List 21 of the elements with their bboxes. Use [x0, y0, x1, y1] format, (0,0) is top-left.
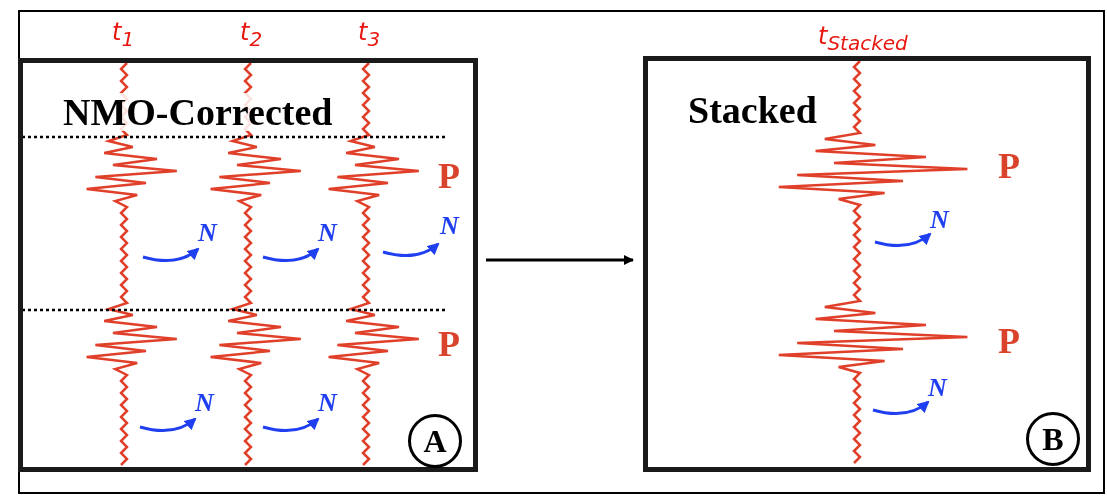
noise-label: N — [930, 207, 949, 233]
noise-label: N — [195, 390, 214, 416]
event-label: P — [438, 326, 460, 362]
panel-title: NMO-Corrected — [63, 93, 333, 131]
noise-label: N — [318, 220, 337, 246]
trace-label: t$_{Stacked}$ — [818, 24, 908, 53]
noise-label: N — [440, 213, 459, 239]
event-label: P — [438, 158, 460, 194]
event-label: P — [998, 323, 1020, 359]
trace-label: t$_{1}$ — [112, 20, 135, 49]
noise-label: N — [928, 375, 947, 401]
noise-label: N — [318, 390, 337, 416]
panel-letter: A — [408, 414, 462, 468]
arrow — [486, 255, 634, 265]
event-label: P — [998, 148, 1020, 184]
panel-frame — [643, 56, 1091, 472]
trace-label: t$_{3}$ — [358, 20, 381, 49]
noise-label: N — [198, 220, 217, 246]
panel-frame — [18, 58, 478, 472]
trace-label: t$_{2}$ — [240, 20, 263, 49]
panel-letter: B — [1026, 412, 1080, 466]
